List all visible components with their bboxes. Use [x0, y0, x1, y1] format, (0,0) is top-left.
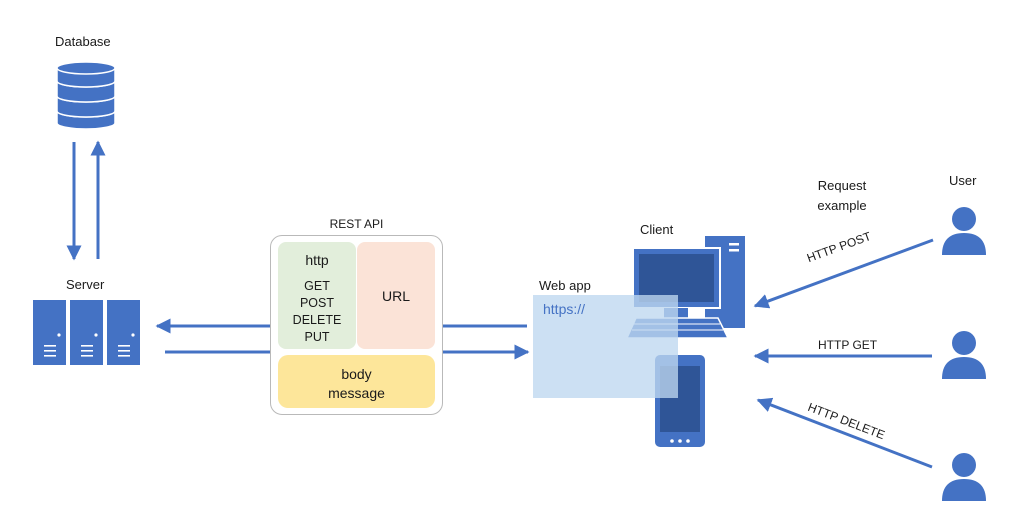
body-panel — [278, 355, 435, 408]
method-delete: DELETE — [292, 313, 342, 327]
http-label: http — [305, 252, 329, 268]
client-label: Client — [640, 222, 674, 237]
user-label: User — [949, 173, 977, 188]
web-app-url: https:// — [543, 301, 586, 317]
arrow-http-post — [753, 238, 934, 309]
request-arrows — [753, 238, 934, 469]
url-label: URL — [381, 288, 410, 304]
database-icon — [56, 61, 116, 130]
web-app-label: Web app — [539, 278, 591, 293]
user-icon — [942, 453, 986, 501]
server-rack-icon — [33, 300, 140, 365]
body-label: body — [341, 366, 372, 382]
request-example-label: Request example — [817, 178, 867, 213]
server-label: Server — [66, 277, 105, 292]
method-put: PUT — [304, 330, 330, 344]
api-webapp-arrows — [443, 324, 530, 360]
user-icon — [942, 207, 986, 255]
http-panel — [278, 242, 356, 349]
web-app-panel — [533, 295, 678, 398]
arrow-http-delete — [756, 397, 933, 469]
method-post: POST — [299, 296, 335, 310]
user-icon — [942, 331, 986, 379]
url-panel — [357, 242, 435, 349]
http-methods-list: GET POST DELETE PUT — [278, 278, 356, 346]
server-api-arrows — [155, 318, 272, 354]
db-server-arrows — [66, 140, 106, 261]
message-label: message — [328, 385, 385, 401]
database-label: Database — [55, 34, 111, 49]
rest-api-label: REST API — [329, 217, 384, 231]
method-get: GET — [304, 279, 330, 293]
http-get-label: HTTP GET — [818, 338, 878, 352]
